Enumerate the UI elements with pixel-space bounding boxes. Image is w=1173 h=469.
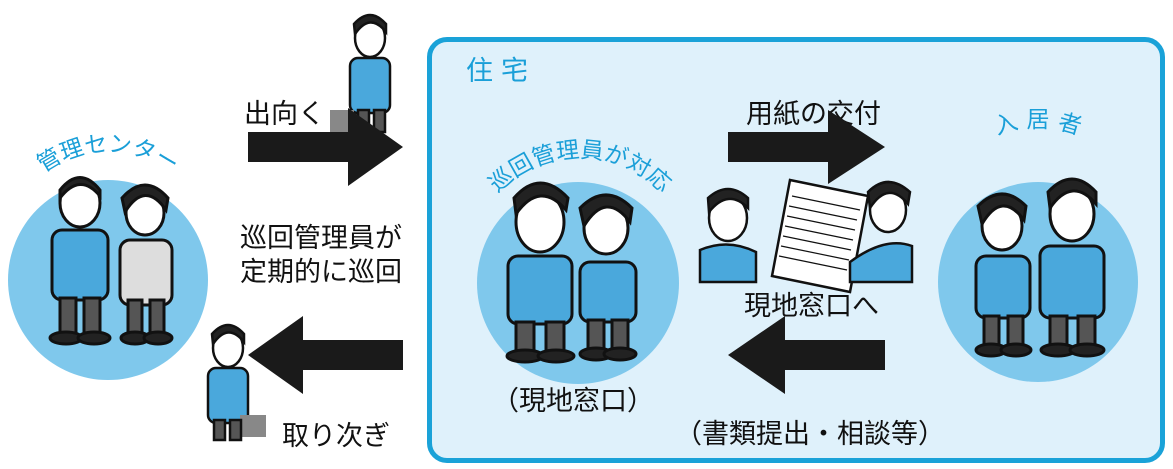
go-out-label: 出向く — [244, 99, 325, 130]
resident-woman-figure — [974, 192, 1033, 358]
staff-woman-figure — [118, 183, 174, 346]
handoff-woman-figure — [848, 180, 914, 284]
arrow-to-residence — [248, 108, 403, 186]
patrol-woman-figure — [578, 193, 638, 362]
handoff-man-figure — [698, 187, 758, 284]
document-icon — [770, 178, 870, 294]
arrow-to-counter — [728, 316, 885, 394]
resident-man-figure — [1038, 177, 1106, 358]
arrow-to-residents — [728, 110, 885, 184]
relay-label: 取り次ぎ — [282, 421, 390, 452]
walking-staff-bottom-figure — [206, 323, 266, 442]
patrol-label-line2: 定期的に巡回 — [240, 257, 402, 288]
arrow-to-center — [248, 316, 403, 394]
patrol-label-line1: 巡回管理員が — [240, 223, 402, 254]
to-local-counter-label: 現地窓口へ — [744, 291, 879, 322]
residence-title: 住宅 — [466, 56, 536, 87]
issue-forms-label: 用紙の交付 — [746, 99, 881, 130]
submit-documents-label: （書類提出・相談等） — [675, 419, 945, 450]
patrol-man-figure — [505, 181, 576, 364]
local-counter-label: （現地窓口） — [492, 386, 654, 417]
staff-man-figure — [48, 176, 112, 346]
